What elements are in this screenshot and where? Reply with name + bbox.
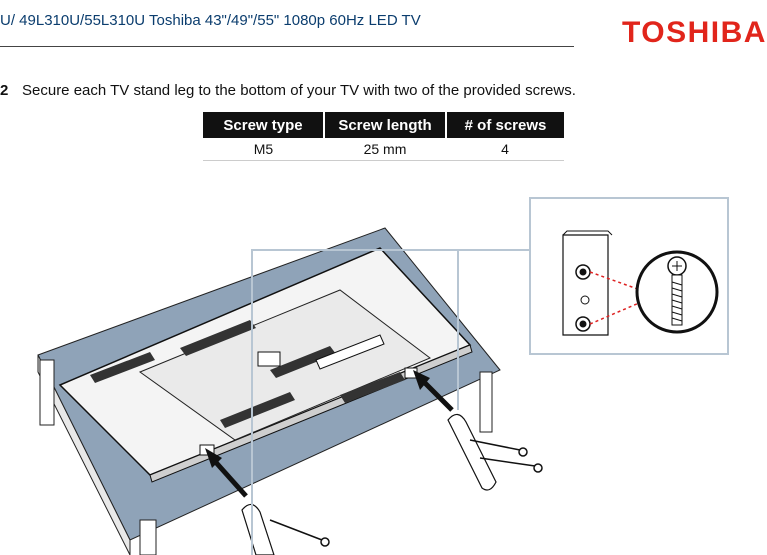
- screw: [269, 439, 543, 547]
- page-title: U/ 49L310U/55L310U Toshiba 43"/49"/55" 1…: [0, 12, 421, 29]
- step-instruction: Secure each TV stand leg to the bottom o…: [22, 82, 576, 99]
- step-number: 2: [0, 82, 9, 99]
- toshiba-logo: TOSHIBA: [622, 16, 767, 49]
- stand-assembly-illustration: [37, 197, 729, 555]
- screw-table-header-row: Screw type Screw length # of screws: [203, 112, 564, 138]
- column-header-screw-length: Screw length: [324, 112, 447, 138]
- header-divider: [0, 46, 574, 47]
- column-header-screw-count: # of screws: [446, 112, 564, 138]
- callout-lines: [251, 249, 530, 555]
- detail-inset: [529, 197, 729, 355]
- table-row: M5 25 mm 4: [203, 138, 564, 161]
- arrow-icon: [205, 370, 454, 498]
- cell-screw-type: M5: [203, 138, 324, 161]
- tv-back-panel: [58, 247, 473, 483]
- screw-table: Screw type Screw length # of screws M5 2…: [203, 112, 564, 161]
- cell-screw-length: 25 mm: [324, 138, 446, 161]
- stand-leg: [241, 413, 497, 555]
- column-header-screw-type: Screw type: [203, 112, 325, 138]
- cell-screw-count: 4: [446, 138, 564, 161]
